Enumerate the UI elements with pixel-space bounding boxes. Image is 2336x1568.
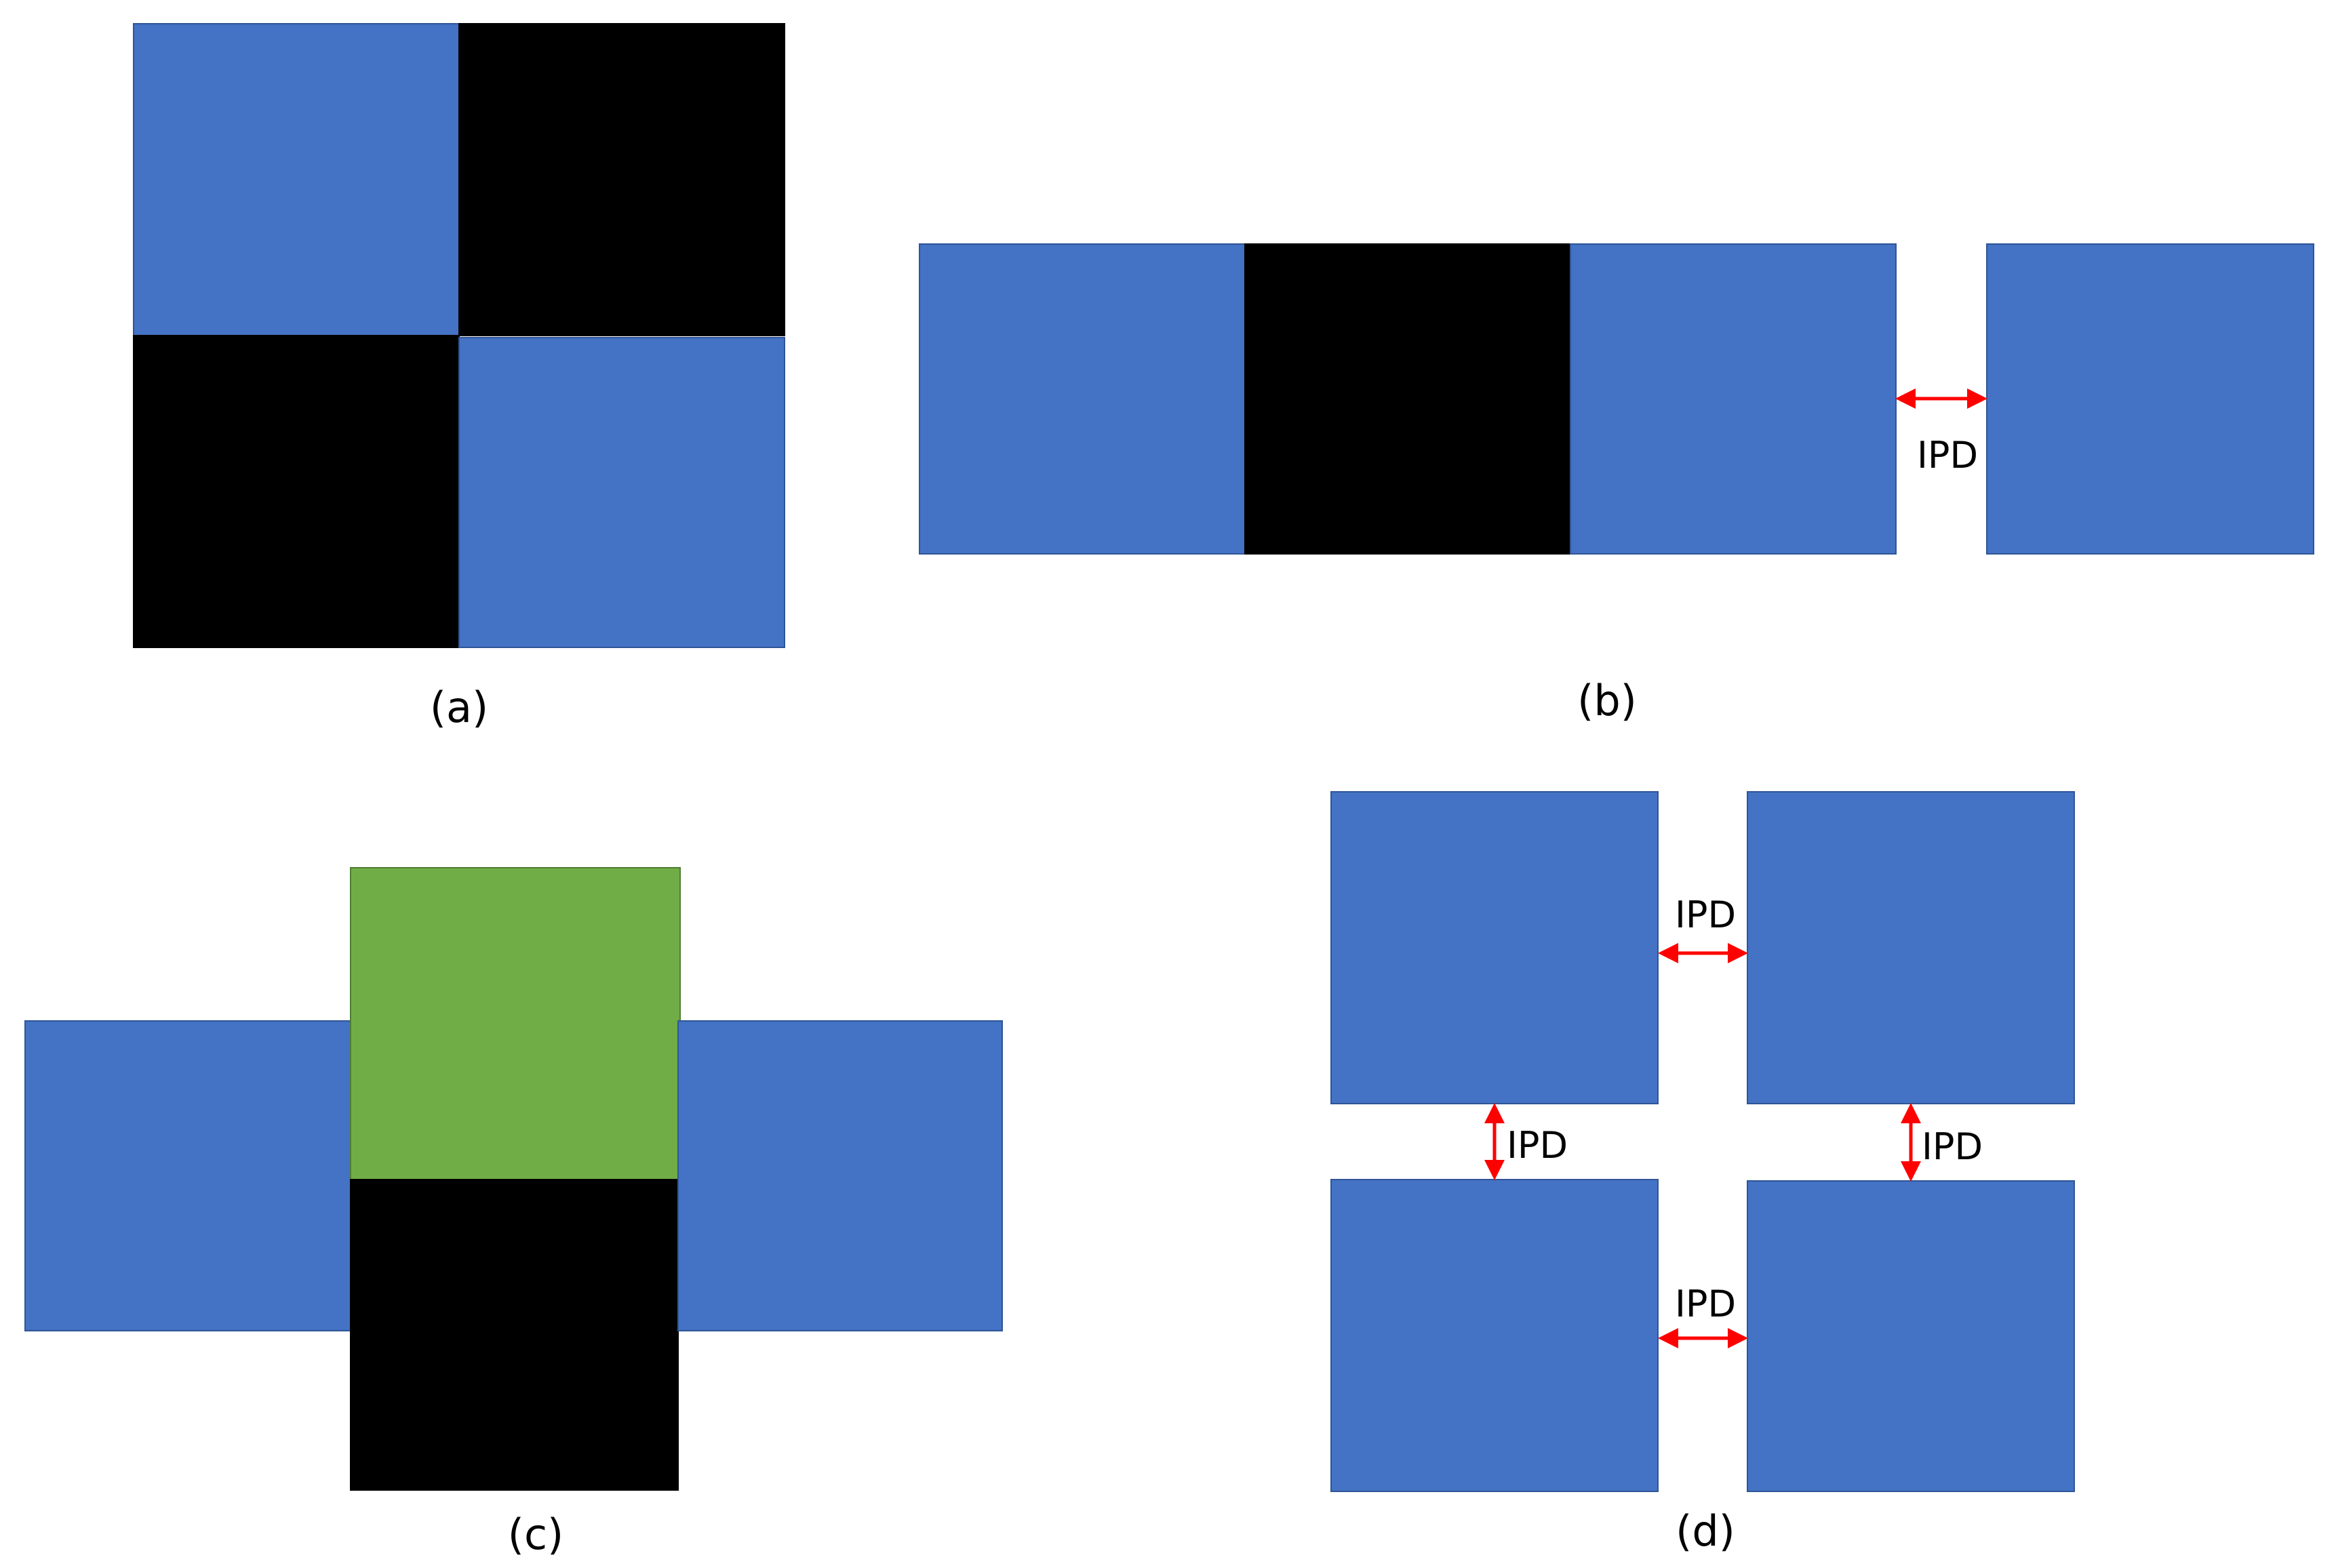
panel-d-blue-block-top-right [1747, 791, 2075, 1104]
panel-d-ipd-label-left: IPD [1507, 1124, 1568, 1167]
panel-b: IPD (b) [919, 243, 2314, 725]
panel-b-blue-block-1 [919, 243, 1246, 555]
panel-a-blue-block-top-left [133, 23, 460, 336]
panel-c-caption: (c) [508, 1510, 563, 1559]
panel-a-black-block-top-right [458, 23, 785, 336]
panel-a-black-block-bottom-left [133, 335, 460, 648]
panel-d-ipd-label-bottom: IPD [1675, 1283, 1736, 1325]
panel-a-blue-block-bottom-right [458, 337, 785, 648]
panel-a-caption: (a) [430, 683, 488, 732]
panel-b-blue-block-separated [1986, 243, 2314, 555]
panel-d-caption: (d) [1676, 1506, 1735, 1556]
panel-c: (c) [24, 867, 1003, 1559]
panel-d-blue-block-bottom-left [1330, 1179, 1659, 1492]
panel-b-ipd-label: IPD [1917, 434, 1978, 477]
panel-c-blue-block-right [677, 1020, 1003, 1331]
panel-a: (a) [133, 23, 785, 732]
panel-c-black-block-center [350, 1179, 679, 1491]
panel-d-ipd-label-top: IPD [1675, 893, 1736, 936]
panel-d-ipd-label-right: IPD [1922, 1125, 1983, 1168]
panel-c-blue-block-left [24, 1020, 351, 1331]
panel-b-caption: (b) [1577, 676, 1637, 725]
panel-b-black-block [1244, 243, 1571, 555]
panel-d: IPD IPD IPD IPD (d) [1330, 791, 2075, 1556]
panel-c-green-block-top [350, 867, 681, 1180]
panel-d-blue-block-bottom-right [1747, 1180, 2075, 1492]
panel-d-blue-block-top-left [1330, 791, 1659, 1104]
panel-b-blue-block-2 [1570, 243, 1897, 555]
